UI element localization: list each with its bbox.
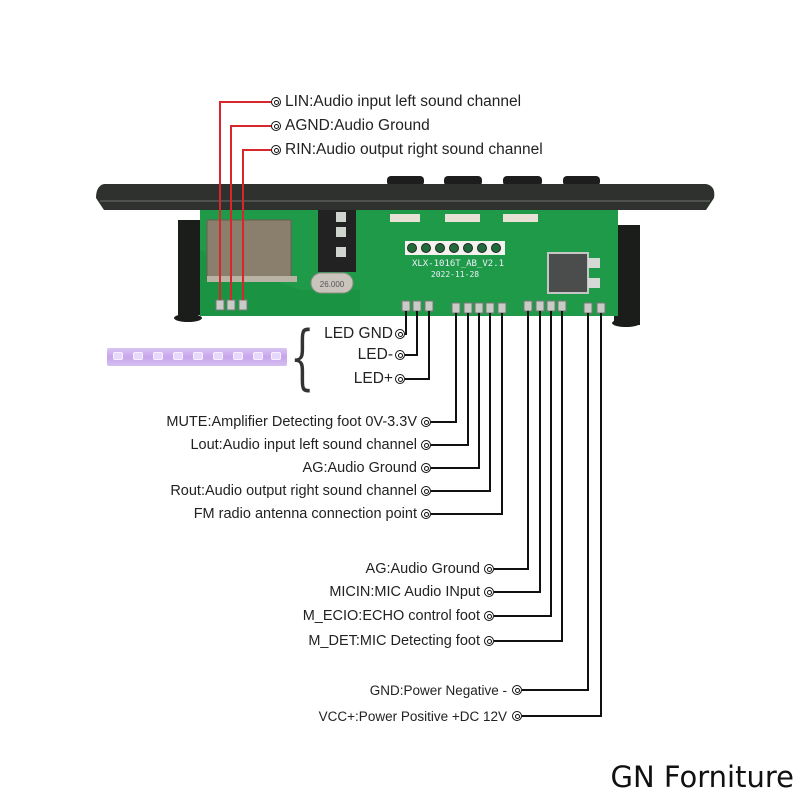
leader-top-2 xyxy=(242,149,271,300)
label-mute: MUTE:Amplifier Detecting foot 0V-3.3V xyxy=(166,414,417,430)
double-ring-terminal-icon xyxy=(421,440,431,450)
faceplate-button-4 xyxy=(563,176,600,186)
crystal xyxy=(310,272,354,294)
label-m-ecio: M_ECIO:ECHO control foot xyxy=(302,608,480,624)
right-bracket xyxy=(614,225,640,325)
board-model-label: XLX-1016T_AB_V2.1 xyxy=(412,259,504,269)
label-m-det: M_DET:MIC Detecting foot xyxy=(308,633,480,649)
watermark: GN Forniture xyxy=(610,760,794,794)
leader-audio-3 xyxy=(431,313,491,492)
double-ring-terminal-icon xyxy=(484,611,494,621)
label-led-plus: LED+ xyxy=(353,370,393,387)
leader-audio-2 xyxy=(431,313,480,469)
double-ring-terminal-icon xyxy=(395,374,405,384)
leader-led-1 xyxy=(405,311,418,356)
faceplate-button-3 xyxy=(503,176,542,186)
double-ring-terminal-icon xyxy=(421,417,431,427)
double-ring-terminal-icon xyxy=(421,509,431,519)
leader-power-1 xyxy=(522,313,602,717)
double-ring-terminal-icon xyxy=(512,685,522,695)
leader-top-0 xyxy=(219,101,271,300)
leader-led-2 xyxy=(405,311,430,380)
double-ring-terminal-icon xyxy=(395,329,405,339)
label-lin: LIN:Audio input left sound channel xyxy=(285,93,522,110)
curly-brace-icon: { xyxy=(290,316,315,398)
faceplate-button-2 xyxy=(444,176,482,186)
leader-mic-0 xyxy=(494,311,529,570)
double-ring-terminal-icon xyxy=(512,711,522,721)
crystal-label: 26.000 xyxy=(320,280,345,289)
leader-mic-2 xyxy=(494,311,552,617)
faceplate-button-1 xyxy=(387,176,424,186)
leader-top-1 xyxy=(230,125,271,300)
label-rout: Rout:Audio output right sound channel xyxy=(170,483,417,499)
double-ring-terminal-icon xyxy=(484,636,494,646)
leader-power-0 xyxy=(522,313,589,691)
double-ring-terminal-icon xyxy=(421,463,431,473)
header-holes xyxy=(407,243,501,253)
faceplate xyxy=(96,184,715,210)
leader-mic-3 xyxy=(494,311,563,642)
board-date-label: 2022-11-28 xyxy=(431,270,479,279)
label-fm-antenna: FM radio antenna connection point xyxy=(193,506,417,522)
label-ag: AG:Audio Ground xyxy=(302,460,417,476)
label-led-gnd: LED GND xyxy=(324,325,393,342)
double-ring-terminal-icon xyxy=(271,121,281,131)
label-vcc-power: VCC+:Power Positive +DC 12V xyxy=(318,709,507,724)
rgb-led-strip-icon xyxy=(107,348,287,366)
double-ring-terminal-icon xyxy=(421,486,431,496)
label-micin: MICIN:MIC Audio INput xyxy=(329,584,480,600)
label-lout: Lout:Audio input left sound channel xyxy=(190,437,417,453)
label-agnd: AGND:Audio Ground xyxy=(285,117,430,134)
double-ring-terminal-icon xyxy=(484,587,494,597)
leader-audio-4 xyxy=(431,313,503,515)
leader-led-0 xyxy=(405,311,407,335)
label-gnd-power: GND:Power Negative - xyxy=(369,683,507,698)
label-mic-ag: AG:Audio Ground xyxy=(365,561,480,577)
double-ring-terminal-icon xyxy=(484,564,494,574)
leader-audio-1 xyxy=(431,313,469,446)
double-ring-terminal-icon xyxy=(271,145,281,155)
double-ring-terminal-icon xyxy=(395,350,405,360)
label-rin: RIN:Audio output right sound channel xyxy=(285,141,543,158)
label-led-minus: LED- xyxy=(357,346,393,363)
voltage-regulator xyxy=(547,252,589,294)
leader-mic-1 xyxy=(494,311,541,593)
leader-audio-0 xyxy=(431,313,457,423)
double-ring-terminal-icon xyxy=(271,97,281,107)
